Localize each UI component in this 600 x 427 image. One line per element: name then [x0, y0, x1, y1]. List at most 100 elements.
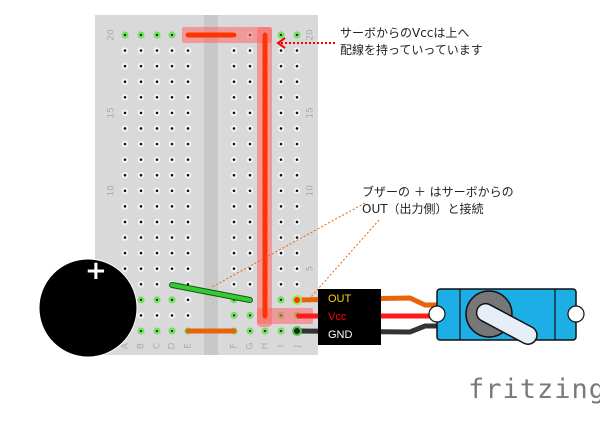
breadboard-hole: [121, 156, 129, 163]
breadboard-hole: [153, 156, 161, 163]
breadboard-hole: [277, 94, 285, 101]
breadboard-hole: [293, 171, 301, 179]
row-number: 20: [107, 29, 117, 41]
breadboard-hole: [230, 234, 238, 241]
breadboard-hole: [137, 327, 145, 335]
breadboard-hole: [230, 94, 238, 101]
breadboard-hole: [293, 280, 301, 288]
breadboard-hole: [168, 125, 176, 132]
breadboard-hole: [230, 62, 238, 70]
breadboard-hole: [153, 312, 161, 319]
breadboard-hole: [153, 78, 161, 86]
breadboard-hole: [277, 78, 285, 86]
breadboard-hole: [168, 47, 176, 54]
column-letter: C: [153, 343, 163, 349]
column-letter: I: [277, 345, 287, 348]
vcc-note-arrowhead: [276, 37, 286, 49]
breadboard-hole: [168, 78, 176, 86]
breadboard-hole: [121, 109, 129, 117]
breadboard-hole: [293, 125, 301, 132]
breadboard-hole: [153, 187, 161, 195]
breadboard-hole: [137, 187, 145, 195]
breadboard-hole: [121, 47, 129, 54]
column-letter: F: [230, 343, 240, 348]
column-letter: J: [293, 345, 303, 349]
row-number: 5: [306, 266, 316, 272]
breadboard-hole: [137, 218, 145, 226]
breadboard-hole: [246, 203, 254, 210]
breadboard-hole: [246, 94, 254, 101]
breadboard-hole: [153, 218, 161, 226]
breadboard-hole: [121, 218, 129, 226]
vcc-note-line-1: サーボからのVccは上へ: [340, 26, 470, 40]
breadboard-hole: [277, 125, 285, 132]
breadboard-hole: [153, 296, 161, 304]
breadboard-hole: [168, 187, 176, 195]
buzzer-note-line-1: ブザーの ＋ はサーボからの: [362, 185, 514, 199]
breadboard-hole: [230, 311, 238, 319]
breadboard-hole: [137, 171, 145, 179]
breadboard-hole: [293, 156, 301, 163]
breadboard-hole: [168, 140, 176, 148]
breadboard-hole: [137, 140, 145, 148]
breadboard-hole: [168, 296, 176, 304]
breadboard-hole: [168, 94, 176, 101]
breadboard-hole: [184, 187, 192, 195]
breadboard-hole: [293, 265, 301, 272]
breadboard-hole: [137, 296, 145, 304]
breadboard-hole: [246, 125, 254, 132]
breadboard-hole: [230, 280, 238, 288]
breadboard-hole: [184, 47, 192, 54]
breadboard-hole: [277, 62, 285, 70]
breadboard-hole: [184, 312, 192, 319]
breadboard-hole: [277, 280, 285, 288]
row-number: 15: [107, 107, 117, 118]
breadboard-hole: [121, 62, 129, 70]
breadboard-hole: [277, 31, 285, 39]
breadboard-hole: [293, 218, 301, 226]
breadboard-hole: [246, 171, 254, 179]
breadboard-hole: [184, 94, 192, 101]
breadboard-hole: [277, 47, 285, 54]
breadboard-hole: [230, 249, 238, 257]
breadboard-hole: [184, 265, 192, 272]
breadboard-hole: [153, 47, 161, 54]
breadboard-hole: [246, 47, 254, 54]
breadboard-hole: [246, 140, 254, 148]
breadboard-hole: [261, 327, 269, 335]
breadboard-hole: [277, 234, 285, 241]
breadboard-hole: [277, 249, 285, 257]
breadboard-hole: [230, 47, 238, 54]
buzzer-note: ブザーの ＋ はサーボからの OUT（出力側）と接続: [362, 184, 514, 218]
breadboard-hole: [168, 218, 176, 226]
breadboard-hole: [121, 78, 129, 86]
breadboard-hole: [293, 62, 301, 70]
column-letter: G: [246, 342, 256, 349]
breadboard-hole: [246, 78, 254, 86]
breadboard-hole: [293, 109, 301, 117]
breadboard-hole: [293, 187, 301, 195]
breadboard-hole: [168, 156, 176, 163]
breadboard-hole: [246, 234, 254, 241]
buzzer-plus-label: +: [85, 256, 107, 286]
breadboard-hole: [137, 203, 145, 210]
breadboard-hole: [246, 218, 254, 226]
breadboard-hole: [153, 171, 161, 179]
breadboard-hole: [137, 47, 145, 54]
row-number: 10: [107, 185, 117, 197]
breadboard-hole: [153, 94, 161, 101]
breadboard-hole: [153, 109, 161, 117]
breadboard-hole: [121, 140, 129, 148]
breadboard-hole: [246, 249, 254, 257]
breadboard-hole: [246, 327, 254, 335]
breadboard-hole: [277, 265, 285, 272]
breadboard-hole: [293, 203, 301, 210]
breadboard-hole: [121, 31, 129, 39]
breadboard-hole: [230, 265, 238, 272]
breadboard-hole: [168, 312, 176, 319]
breadboard-hole: [153, 249, 161, 257]
breadboard-hole: [121, 187, 129, 195]
breadboard-hole: [184, 140, 192, 148]
breadboard-hole: [168, 249, 176, 257]
